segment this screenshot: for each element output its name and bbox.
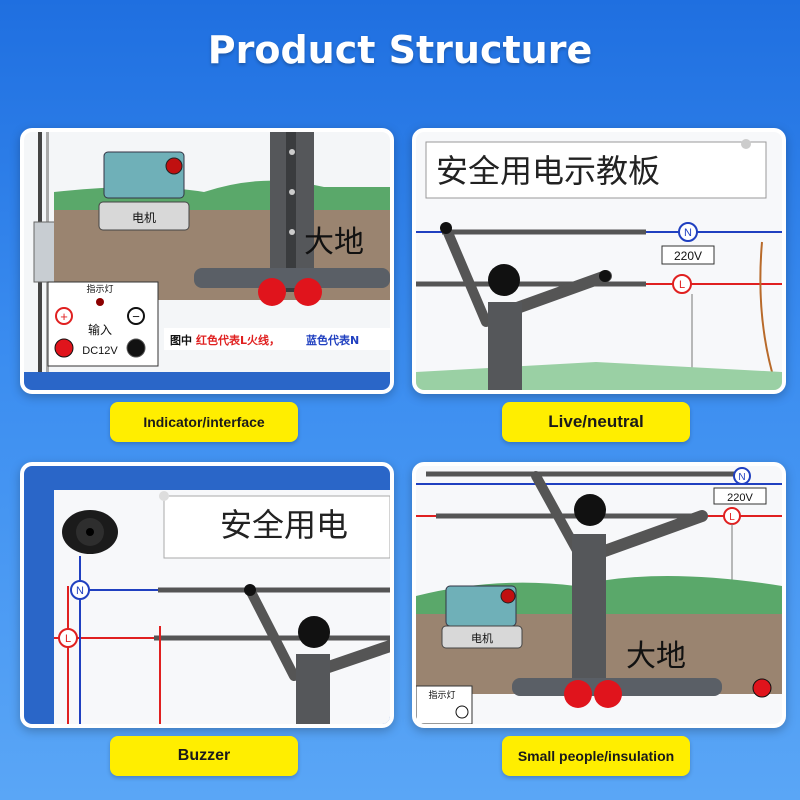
board-photo-live-neutral: 安全用电示教板 N L 220V bbox=[416, 132, 782, 390]
buzzer-icon bbox=[62, 510, 118, 554]
person-figure bbox=[512, 471, 722, 708]
panel-indicator-interface: 电机 大地 指示灯 + − 输入 DC12V 图中 红色代表L火线， 蓝色代表N bbox=[20, 128, 394, 394]
neutral-label: N bbox=[76, 585, 84, 597]
neutral-label: N bbox=[684, 227, 692, 239]
motor-icon bbox=[441, 585, 523, 649]
person-figure bbox=[440, 222, 612, 390]
panel-buzzer: 安全用电 N L bbox=[20, 462, 394, 728]
neutral-marker bbox=[733, 467, 751, 485]
red-terminal bbox=[54, 338, 74, 358]
live-label: L bbox=[729, 512, 735, 523]
caption-buzzer: Buzzer bbox=[110, 736, 298, 776]
indicator-label: 指示灯 bbox=[428, 689, 455, 701]
motor-label: 电机 bbox=[132, 211, 156, 225]
neutral-marker bbox=[70, 580, 90, 600]
person-figure bbox=[194, 132, 390, 306]
minus-icon bbox=[455, 705, 469, 719]
ground-label: 大地 bbox=[304, 225, 364, 260]
board-photo-insulation: N L 220V 电机 大地 指示灯 bbox=[416, 466, 782, 724]
red-terminal bbox=[752, 678, 772, 698]
note-blue: 蓝色代表N bbox=[306, 333, 359, 347]
voltage-label: 220V bbox=[727, 492, 753, 504]
voltage-label: 220V bbox=[674, 249, 702, 263]
caption-indicator-interface: Indicator/interface bbox=[110, 402, 298, 442]
minus-icon bbox=[127, 307, 145, 325]
panel-small-people-insulation: N L 220V 电机 大地 指示灯 bbox=[412, 462, 786, 728]
caption-small-people-insulation: Small people/insulation bbox=[502, 736, 690, 776]
motor-icon bbox=[98, 151, 190, 231]
plus-symbol: + bbox=[60, 309, 68, 324]
black-terminal bbox=[126, 338, 146, 358]
live-marker bbox=[672, 274, 692, 294]
input-label: 输入 bbox=[88, 322, 112, 337]
neutral-marker bbox=[678, 222, 698, 242]
person-figure bbox=[244, 584, 390, 724]
live-label: L bbox=[65, 633, 71, 645]
note-prefix: 图中 bbox=[170, 333, 192, 347]
voltage-label: DC12V bbox=[82, 345, 118, 357]
board-title: 安全用电 bbox=[220, 506, 348, 544]
ground-label: 大地 bbox=[626, 639, 686, 674]
caption-live-neutral: Live/neutral bbox=[502, 402, 690, 442]
minus-symbol: − bbox=[132, 309, 140, 324]
live-label: L bbox=[679, 279, 685, 291]
live-marker bbox=[58, 628, 78, 648]
page-title: Product Structure bbox=[207, 28, 593, 72]
plus-icon bbox=[55, 307, 73, 325]
panel-live-neutral: 安全用电示教板 N L 220V bbox=[412, 128, 786, 394]
board-photo-buzzer: 安全用电 N L bbox=[24, 466, 390, 724]
board-photo-indicator: 电机 大地 指示灯 + − 输入 DC12V 图中 红色代表L火线， 蓝色代表N bbox=[24, 132, 390, 390]
motor-label: 电机 bbox=[471, 631, 493, 645]
note-red: 红色代表L火线， bbox=[196, 333, 280, 347]
board-title: 安全用电示教板 bbox=[436, 152, 660, 190]
neutral-label: N bbox=[738, 472, 745, 483]
indicator-label: 指示灯 bbox=[86, 283, 113, 295]
